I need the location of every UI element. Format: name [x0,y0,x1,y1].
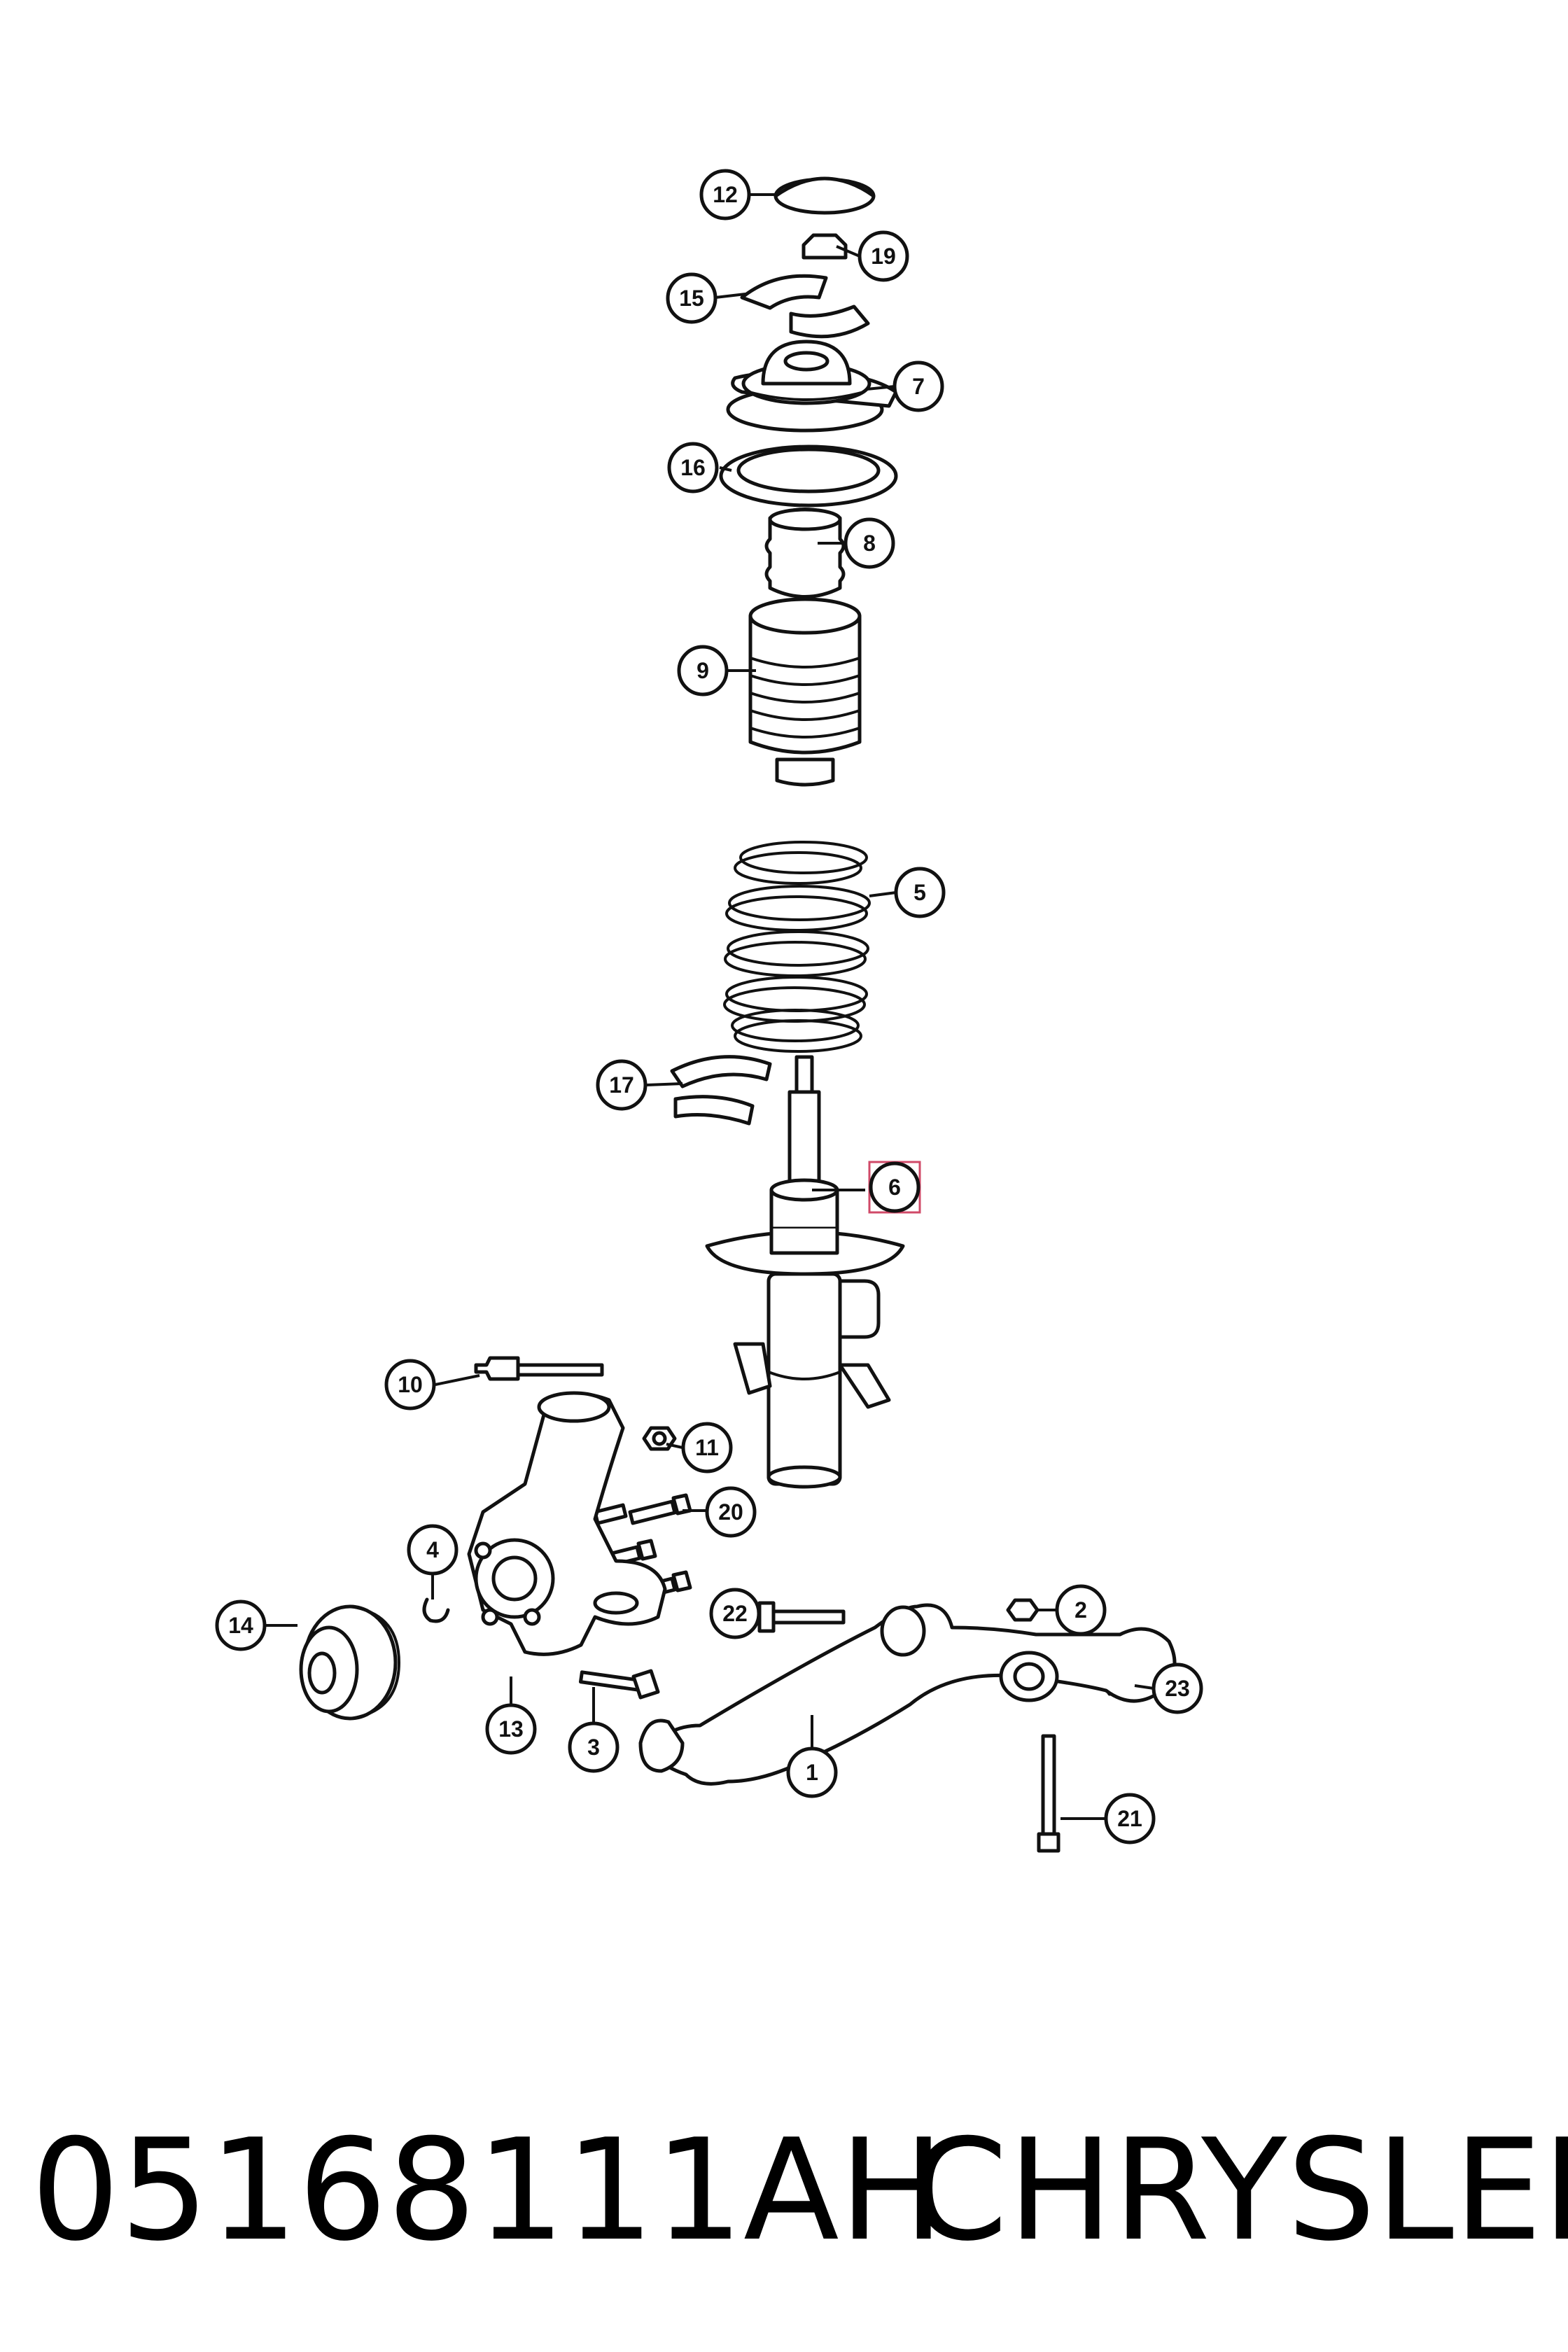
callout-label: 12 [713,182,738,207]
callout-4[interactable]: 4 [407,1524,458,1576]
callout-leaders [265,193,1154,1820]
clip [422,1597,450,1623]
callout-label: 10 [398,1372,423,1397]
mount-bearing [719,444,898,507]
callout-label: 7 [912,374,925,399]
callout-label: 15 [679,286,704,311]
callout-label: 17 [609,1072,634,1098]
callout-19[interactable]: 19 [858,230,909,282]
nut-2 [1006,1598,1040,1622]
callout-6[interactable]: 6 [869,1161,920,1213]
callout-9[interactable]: 9 [677,645,729,696]
callout-label: 19 [871,244,896,269]
callout-label: 3 [587,1735,600,1760]
ball-joint-bolt [578,1669,660,1700]
callout-8[interactable]: 8 [844,517,895,569]
dust-boot [748,597,862,787]
lower-control-arm [638,1603,1177,1786]
footer: 05168111AH CHRYSLER [0,2072,1568,2310]
callout-label: 8 [863,531,876,556]
callout-label: 14 [228,1613,253,1638]
callout-label: 4 [426,1537,439,1562]
callout-23[interactable]: 23 [1152,1662,1203,1714]
callout-label: 23 [1165,1676,1190,1701]
callout-16[interactable]: 16 [667,442,719,493]
suspension-parts-diagram: 12 19 15 7 16 8 9 5 17 6 10 11 [215,169,1203,1853]
callout-7[interactable]: 7 [892,360,944,412]
callout-1[interactable]: 1 [786,1746,838,1798]
callout-label: 16 [680,455,706,480]
mount-retainers [740,274,870,339]
callout-12[interactable]: 12 [699,169,751,220]
control-arm-bolt [757,1601,846,1633]
steering-knuckle [467,1391,667,1656]
coil-spring [723,841,871,1053]
callout-13[interactable]: 13 [485,1703,537,1755]
callout-label: 11 [695,1435,719,1460]
callout-22[interactable]: 22 [709,1588,761,1639]
callout-11[interactable]: 11 [681,1422,733,1474]
strut-mount [726,340,898,433]
callout-label: 5 [913,880,926,905]
long-bolt [474,1356,604,1381]
callout-label: 13 [498,1716,524,1742]
callout-21[interactable]: 21 [1104,1793,1156,1844]
callout-label: 20 [718,1499,743,1525]
callout-17[interactable]: 17 [596,1059,648,1111]
part-number: 05168111AH [31,2109,945,2272]
callout-15[interactable]: 15 [666,272,718,324]
strut-cap [774,176,876,215]
callout-label: 9 [696,658,709,683]
rear-bolt [1037,1734,1060,1853]
strut-nut [802,233,848,260]
callout-label: 21 [1117,1806,1142,1831]
callout-label: 22 [722,1601,748,1626]
callout-label: 6 [888,1175,901,1200]
callout-20[interactable]: 20 [705,1486,757,1538]
callout-14[interactable]: 14 [215,1600,267,1651]
callout-label: 2 [1074,1597,1087,1623]
callout-10[interactable]: 10 [384,1359,436,1410]
callout-5[interactable]: 5 [894,867,946,918]
callout-2[interactable]: 2 [1055,1584,1107,1636]
hub-bearing [299,1604,401,1721]
strut-assembly [705,1055,905,1489]
callout-3[interactable]: 3 [568,1721,620,1773]
callout-label: 1 [806,1760,818,1785]
brand-name: CHRYSLER [910,2109,1568,2272]
jounce-bumper [764,507,846,598]
spring-isolator [670,1055,772,1126]
